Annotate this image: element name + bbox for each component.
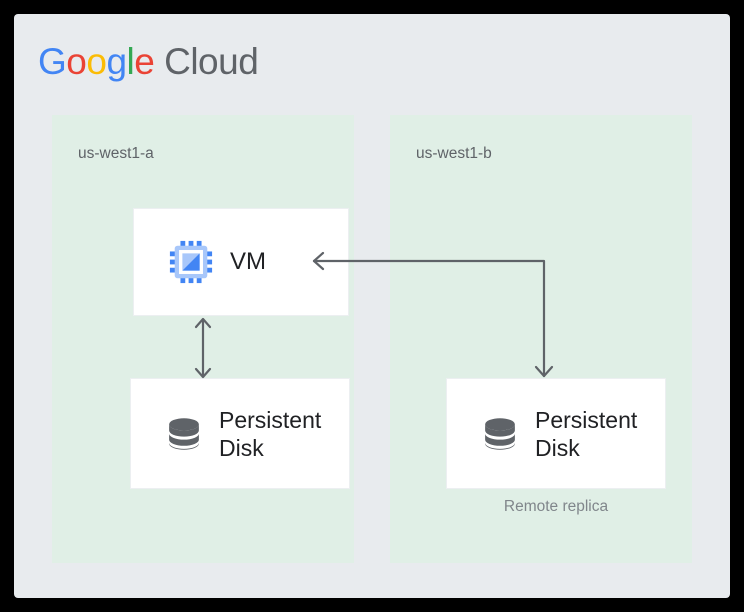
google-cloud-logo: Google Cloud: [38, 40, 259, 84]
database-disk-icon: [485, 417, 515, 450]
cpu-chip-icon: [169, 240, 213, 284]
logo-letter-o1: o: [66, 41, 87, 82]
zone-label-us-west1-a: us-west1-a: [78, 145, 154, 162]
zone-panel-us-west1-a: us-west1-a: [52, 115, 354, 563]
node-card-persistent-disk-a[interactable]: Persistent Disk: [130, 378, 350, 489]
logo-letter-l: l: [126, 41, 135, 82]
logo-letter-e: e: [134, 41, 155, 82]
zone-panel-us-west1-b: us-west1-b Persistent Disk Remote replic…: [390, 115, 692, 563]
remote-replica-caption: Remote replica: [503, 498, 609, 515]
zone-label-us-west1-b: us-west1-b: [416, 145, 492, 162]
node-label-vm: VM: [230, 248, 266, 275]
logo-letter-o2: o: [86, 41, 107, 82]
cloud-wordmark: Cloud: [154, 41, 259, 82]
node-card-persistent-disk-b[interactable]: Persistent Disk: [446, 378, 666, 489]
logo-letter-g1: G: [38, 41, 67, 82]
google-wordmark: Google Cloud: [38, 40, 259, 84]
database-disk-icon: [169, 417, 199, 450]
node-label-persistent-disk-a: Persistent Disk: [219, 406, 322, 461]
logo-letter-g2: g: [106, 41, 127, 82]
node-label-persistent-disk-b: Persistent Disk: [535, 406, 638, 461]
node-card-vm[interactable]: VM: [133, 208, 349, 316]
diagram-canvas: Google Cloud us-west1-a: [14, 14, 730, 598]
